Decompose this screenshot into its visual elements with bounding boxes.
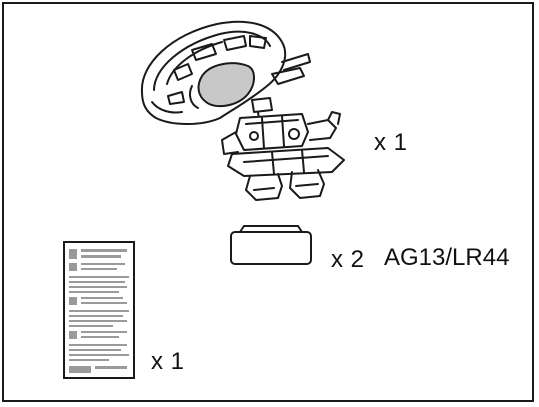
instruction-sheet-icon [63,241,135,379]
button-battery-icon [230,225,312,265]
battery-type-label: AG13/LR44 [384,244,510,271]
robot-figure-icon [140,20,345,201]
robot-quantity-label: x 1 [374,129,408,156]
battery-quantity-label: x 2 [331,246,365,273]
leaflet-quantity-label: x 1 [151,348,185,375]
package-contents-frame: x 1 x 2 AG13/LR44 [2,2,534,402]
